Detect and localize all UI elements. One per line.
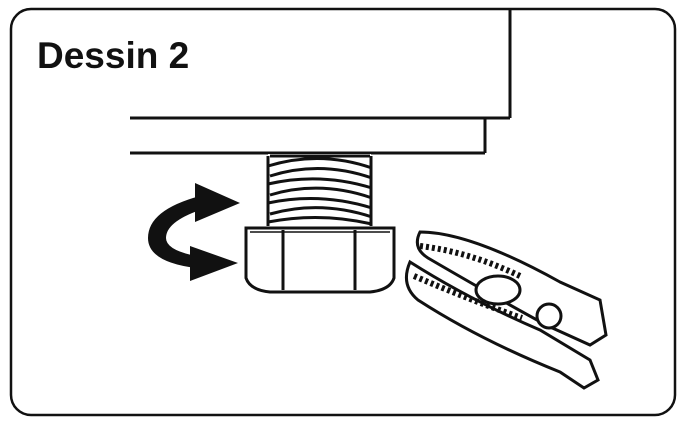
appliance-base	[130, 118, 487, 155]
rotate-arrows-icon	[148, 183, 240, 281]
hex-nut	[244, 226, 396, 294]
figure-title: Dessin 2	[37, 35, 189, 76]
foot-screw-thread	[266, 154, 373, 226]
appliance-body	[130, 9, 512, 120]
pliers-icon	[404, 230, 608, 390]
